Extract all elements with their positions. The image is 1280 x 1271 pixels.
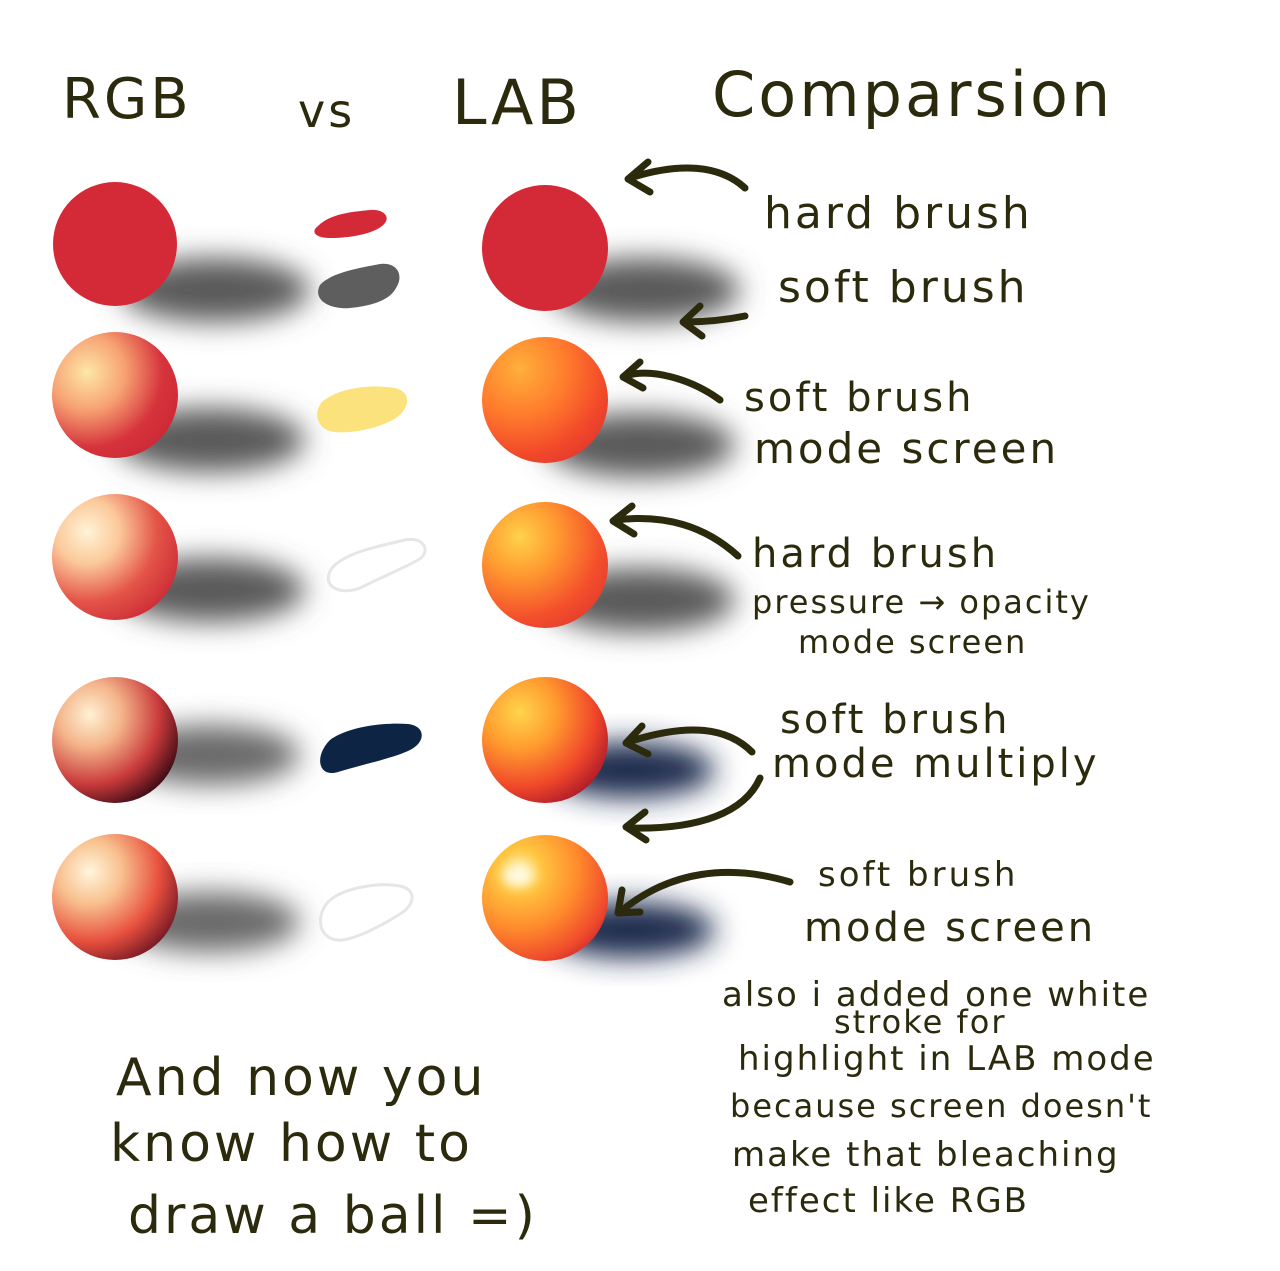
arrow-row-5: [614, 868, 794, 917]
arrow-row-2: [619, 358, 724, 404]
arrow-hard-brush: [624, 158, 749, 196]
row-3-label-line-1: hard brush: [752, 531, 1000, 577]
rgb-ball-3: [52, 494, 178, 620]
row-1-label-line-1: hard brush: [764, 188, 1033, 239]
lab-ball-5-highlight: [502, 866, 534, 886]
row-3: [52, 494, 735, 632]
swatch-white-1: [326, 537, 427, 593]
row-5-label-line-2: mode screen: [804, 905, 1097, 951]
header-vs: vs: [298, 84, 356, 138]
row-3-label-line-3: mode screen: [798, 623, 1028, 661]
lab-ball-2: [482, 337, 608, 463]
note-line-3: highlight in LAB mode: [738, 1039, 1156, 1079]
header-title: Comparsion: [712, 58, 1114, 131]
rgb-ball-5: [52, 834, 178, 960]
row-2-label-line-1: soft brush: [744, 375, 975, 421]
header-rgb: RGB: [62, 67, 192, 132]
lab-ball-5: [482, 835, 608, 961]
note-line-6: effect like RGB: [748, 1181, 1029, 1221]
row-2: [52, 332, 735, 477]
swatch-white-2: [319, 883, 414, 942]
footer-line-3: draw a ball =): [128, 1186, 538, 1246]
arrow-row-4-up: [622, 722, 756, 758]
arrow-soft-brush: [679, 302, 749, 340]
lab-ball-1: [482, 185, 608, 311]
row-4: [52, 677, 715, 803]
swatch-navy: [320, 723, 422, 774]
row-3-label-line-2: pressure → opacity: [752, 583, 1091, 621]
row-5: [52, 834, 715, 961]
rgb-ball-4: [52, 677, 178, 803]
row-5-label-line-1: soft brush: [818, 855, 1019, 895]
note-line-2: stroke for: [834, 1003, 1007, 1041]
arrow-row-3: [609, 502, 742, 560]
note-line-4: because screen doesn't: [730, 1087, 1153, 1125]
swatch-red: [314, 209, 387, 238]
rgb-ball-2: [52, 332, 178, 458]
footer-line-1: And now you: [116, 1048, 487, 1108]
row-1-label-line-2: soft brush: [778, 262, 1029, 313]
rgb-ball-1: [53, 182, 177, 306]
lab-ball-3: [482, 502, 608, 628]
row-4-label-line-2: mode multiply: [772, 741, 1100, 787]
arrow-row-4-down: [622, 774, 764, 844]
row-4-label-line-1: soft brush: [780, 697, 1011, 743]
row-1: [53, 182, 740, 322]
footer-line-2: know how to: [110, 1114, 473, 1174]
row-2-label-line-2: mode screen: [754, 424, 1060, 473]
swatch-gray: [318, 263, 400, 309]
lab-ball-4: [482, 677, 608, 803]
swatch-yellow: [317, 386, 408, 433]
note-line-1: also i added one white: [722, 975, 1151, 1015]
note-line-5: make that bleaching: [732, 1135, 1120, 1175]
header-lab: LAB: [452, 66, 582, 139]
